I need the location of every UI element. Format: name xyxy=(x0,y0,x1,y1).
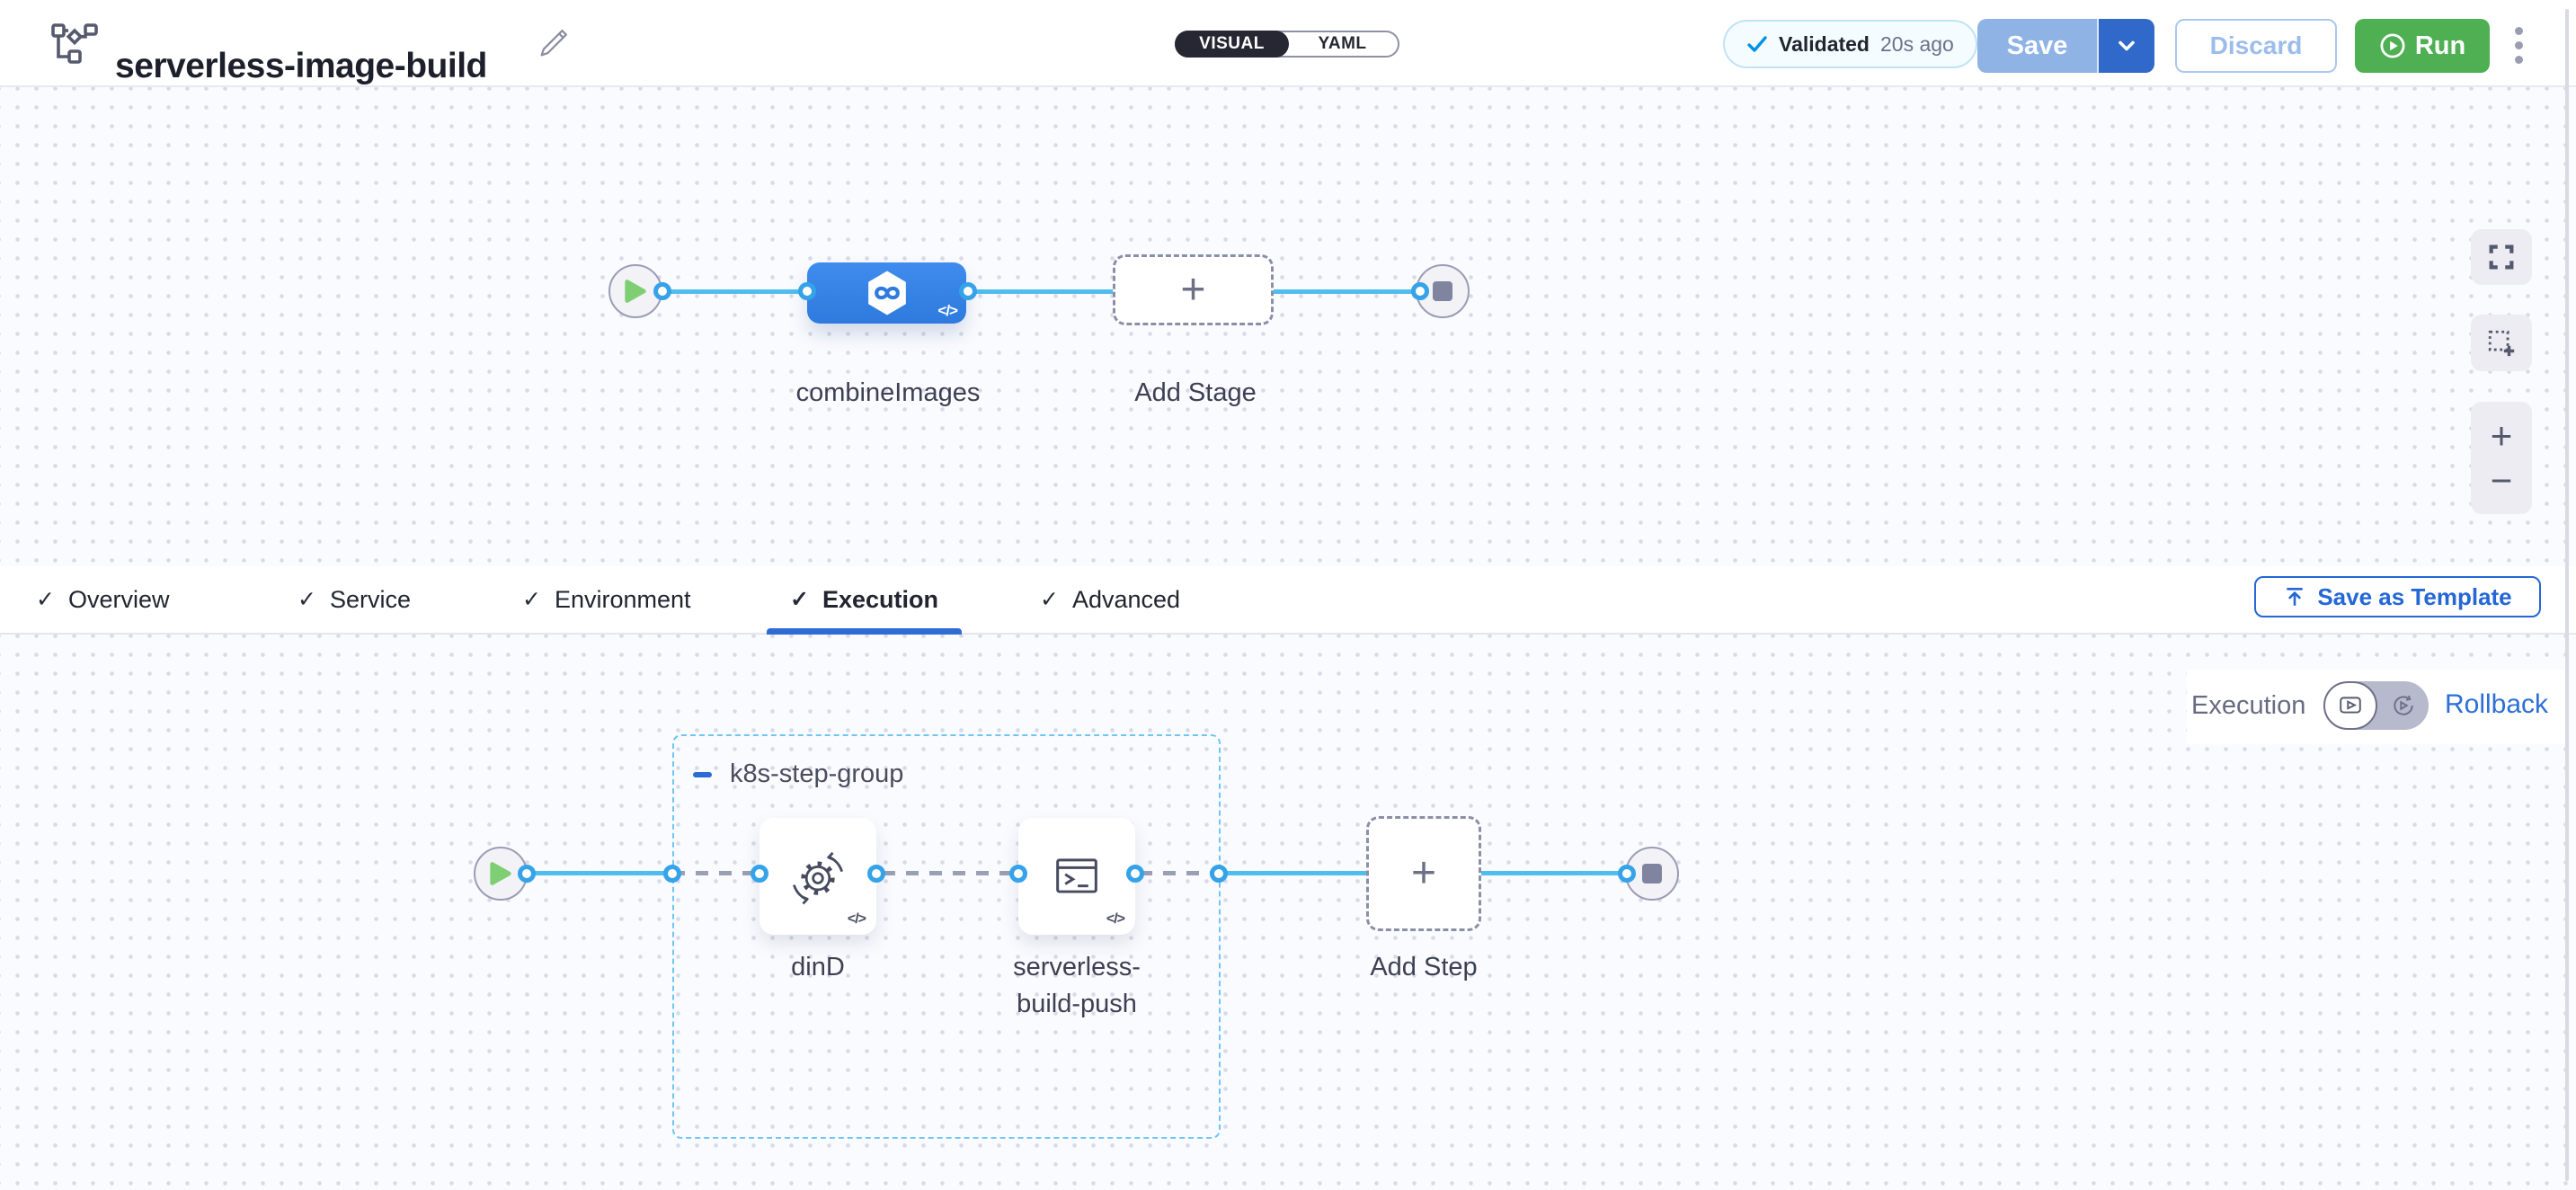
vertical-scrollbar[interactable] xyxy=(2565,9,2569,1181)
gear-sync-icon xyxy=(793,851,843,905)
step-node-serverless-build-push[interactable]: </> xyxy=(1018,818,1135,935)
play-box-icon xyxy=(2340,697,2361,714)
tab-label: Environment xyxy=(554,585,691,613)
connector-port[interactable] xyxy=(1618,865,1636,883)
run-button[interactable]: Run xyxy=(2355,19,2490,73)
validated-check-icon xyxy=(1747,36,1767,52)
connector-port[interactable] xyxy=(663,865,681,883)
execution-view-button[interactable] xyxy=(2323,681,2377,730)
connector-port[interactable] xyxy=(751,865,768,883)
discard-button[interactable]: Discard xyxy=(2175,19,2337,73)
tab-overview[interactable]: ✓ Overview xyxy=(13,566,192,633)
connector-port[interactable] xyxy=(1009,865,1027,883)
connector-port[interactable] xyxy=(1210,865,1228,883)
dashed-connector-line xyxy=(672,871,1219,875)
save-button[interactable]: Save xyxy=(1977,19,2097,73)
chevron-down-icon xyxy=(2119,40,2135,51)
connector-port[interactable] xyxy=(959,282,977,300)
pipeline-icon xyxy=(50,22,99,70)
check-icon: ✓ xyxy=(790,587,809,612)
validated-badge[interactable]: Validated 20s ago xyxy=(1723,20,1977,68)
code-glyph: </> xyxy=(1106,911,1125,927)
fullscreen-icon xyxy=(2489,244,2514,270)
add-step-button[interactable]: + xyxy=(1366,816,1481,931)
connector-port[interactable] xyxy=(653,282,671,300)
top-bar: serverless-image-build VISUAL YAML Valid… xyxy=(0,0,2576,87)
plus-icon: + xyxy=(1410,849,1437,897)
execution-view-label: Execution xyxy=(2191,691,2306,720)
save-options-button[interactable] xyxy=(2097,19,2154,73)
play-icon xyxy=(490,862,511,885)
add-stage-button[interactable]: + xyxy=(1113,254,1274,325)
execution-canvas[interactable]: Execution Rollback k8s-step-group xyxy=(0,635,2576,1190)
visual-mode-button[interactable]: VISUAL xyxy=(1175,31,1289,58)
select-area-button[interactable] xyxy=(2471,315,2532,371)
terminal-icon xyxy=(1056,858,1097,893)
validated-label: Validated xyxy=(1779,31,1870,56)
tab-environment[interactable]: ✓ Environment xyxy=(499,566,715,633)
step-node-dind[interactable]: </> xyxy=(759,818,876,935)
check-icon: ✓ xyxy=(522,587,541,612)
zoom-in-button[interactable]: + xyxy=(2490,413,2513,457)
code-glyph: </> xyxy=(937,302,958,319)
zoom-controls: + − xyxy=(2471,402,2532,514)
kebab-menu-button[interactable] xyxy=(2500,24,2536,66)
play-icon xyxy=(625,280,646,303)
tab-label: Execution xyxy=(822,585,938,613)
stage-node-combineimages[interactable]: </> xyxy=(807,262,966,324)
add-stage-label: Add Stage xyxy=(1134,378,1257,407)
check-icon: ✓ xyxy=(298,587,316,612)
stop-icon xyxy=(1433,281,1452,301)
connector-port[interactable] xyxy=(518,865,536,883)
tab-service[interactable]: ✓ Service xyxy=(274,566,434,633)
save-split-button: Save xyxy=(1977,19,2154,73)
tab-execution[interactable]: ✓ Execution xyxy=(767,566,962,635)
rollback-link[interactable]: Rollback xyxy=(2445,689,2549,719)
cicd-hexagon-icon xyxy=(867,271,906,315)
plus-icon: + xyxy=(1180,265,1206,314)
connector-line xyxy=(662,289,807,294)
stage-canvas[interactable]: </> + combineImages Add Stage + − xyxy=(0,87,2576,566)
play-circle-icon xyxy=(2380,33,2405,58)
step-group-label: k8s-step-group xyxy=(730,759,904,788)
page-title: serverless-image-build xyxy=(115,47,487,86)
connector-port[interactable] xyxy=(1411,282,1429,300)
edit-title-icon[interactable] xyxy=(536,25,572,66)
add-step-label: Add Step xyxy=(1370,953,1478,981)
rollback-view-button[interactable] xyxy=(2377,693,2429,718)
check-icon: ✓ xyxy=(36,587,55,612)
stage-tab-bar: ✓ Overview ✓ Service ✓ Environment ✓ Exe… xyxy=(0,566,2576,635)
tab-advanced[interactable]: ✓ Advanced xyxy=(1017,566,1204,633)
zoom-out-button[interactable]: − xyxy=(2490,458,2513,502)
step-label-dind: dinD xyxy=(791,953,845,981)
tab-label: Advanced xyxy=(1071,585,1181,613)
collapse-group-icon[interactable] xyxy=(693,772,712,777)
validated-time: 20s ago xyxy=(1879,31,1954,56)
fit-to-screen-button[interactable] xyxy=(2471,229,2532,285)
save-as-template-label: Save as Template xyxy=(2317,582,2512,610)
connector-port[interactable] xyxy=(1126,865,1144,883)
save-as-template-button[interactable]: Save as Template xyxy=(2254,576,2541,617)
visual-yaml-toggle: VISUAL YAML xyxy=(1175,31,1399,58)
selection-box-icon xyxy=(2488,330,2515,356)
step-label-serverless: serverless-build-push xyxy=(1013,953,1141,1018)
connector-line xyxy=(526,871,672,875)
stage-label: combineImages xyxy=(795,378,981,407)
connector-port[interactable] xyxy=(867,865,885,883)
rollback-circle-icon xyxy=(2393,695,2413,715)
step-group-container[interactable] xyxy=(672,734,1221,1139)
yaml-mode-button[interactable]: YAML xyxy=(1318,34,1367,53)
execution-rollback-toggle xyxy=(2323,681,2429,730)
tab-label: Service xyxy=(329,585,411,613)
stop-icon xyxy=(1642,864,1662,884)
tab-label: Overview xyxy=(67,585,170,613)
code-glyph: </> xyxy=(847,911,866,927)
connector-port[interactable] xyxy=(798,282,816,300)
run-label: Run xyxy=(2414,31,2466,60)
upload-icon xyxy=(2287,588,2304,606)
check-icon: ✓ xyxy=(1040,587,1059,612)
